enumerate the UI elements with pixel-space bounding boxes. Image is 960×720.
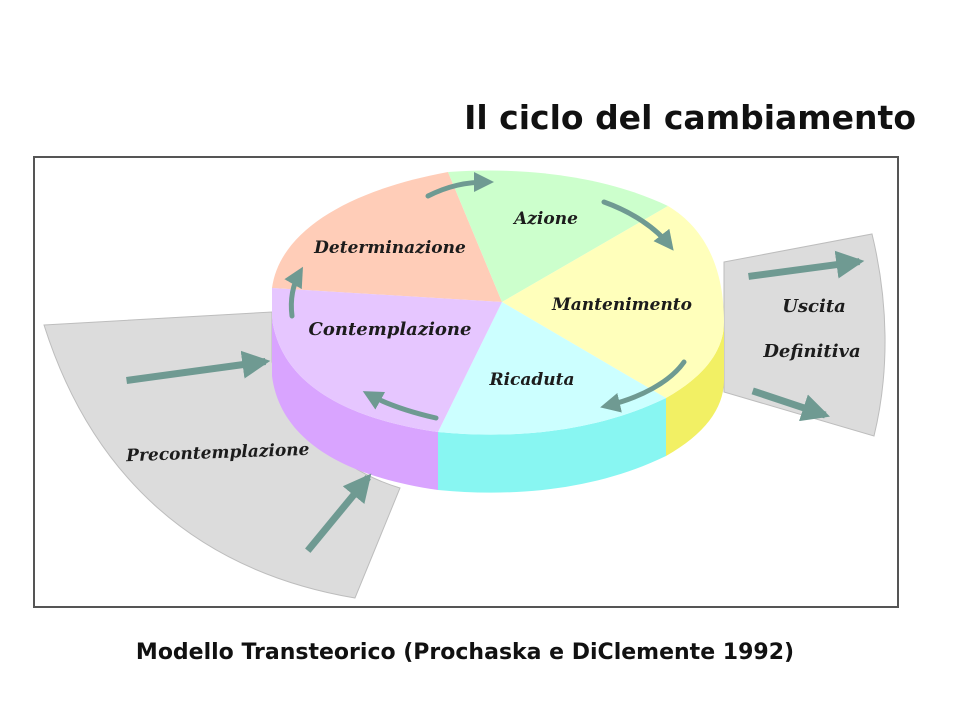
uscita-band [723,233,886,437]
exit-arrow-top [748,250,865,280]
exit-arrow-bottom [751,387,830,422]
cycle-arrow-top [425,172,494,199]
label-ricaduta: Ricaduta [488,370,574,390]
cycle-arrow-top-right [601,199,674,251]
slice-determinazione [272,172,502,302]
label-mantenimento: Mantenimento [551,295,692,315]
entry-arrow-bottom [305,473,372,553]
label-uscita: Uscita [782,296,846,317]
cycle-arrow-left [284,266,303,319]
slice-mantenimento [502,206,724,398]
cycle-arrow-right [600,359,687,413]
pie-side-contemplazione [272,318,438,490]
label-definitiva: Definitiva [762,341,860,362]
entry-arrow-left [126,350,271,384]
slide-title: Il ciclo del cambiamento [464,98,916,137]
cycle-arrow-bottom [362,391,439,421]
label-azione: Azione [512,209,578,229]
pie-side-ricaduta [438,398,666,493]
slice-contemplazione [272,288,502,432]
label-determinazione: Determinazione [313,238,466,258]
label-contemplazione: Contemplazione [309,319,472,340]
pie-side-mantenimento [666,322,724,456]
slide-caption: Modello Transteorico (Prochaska e DiClem… [135,640,795,665]
